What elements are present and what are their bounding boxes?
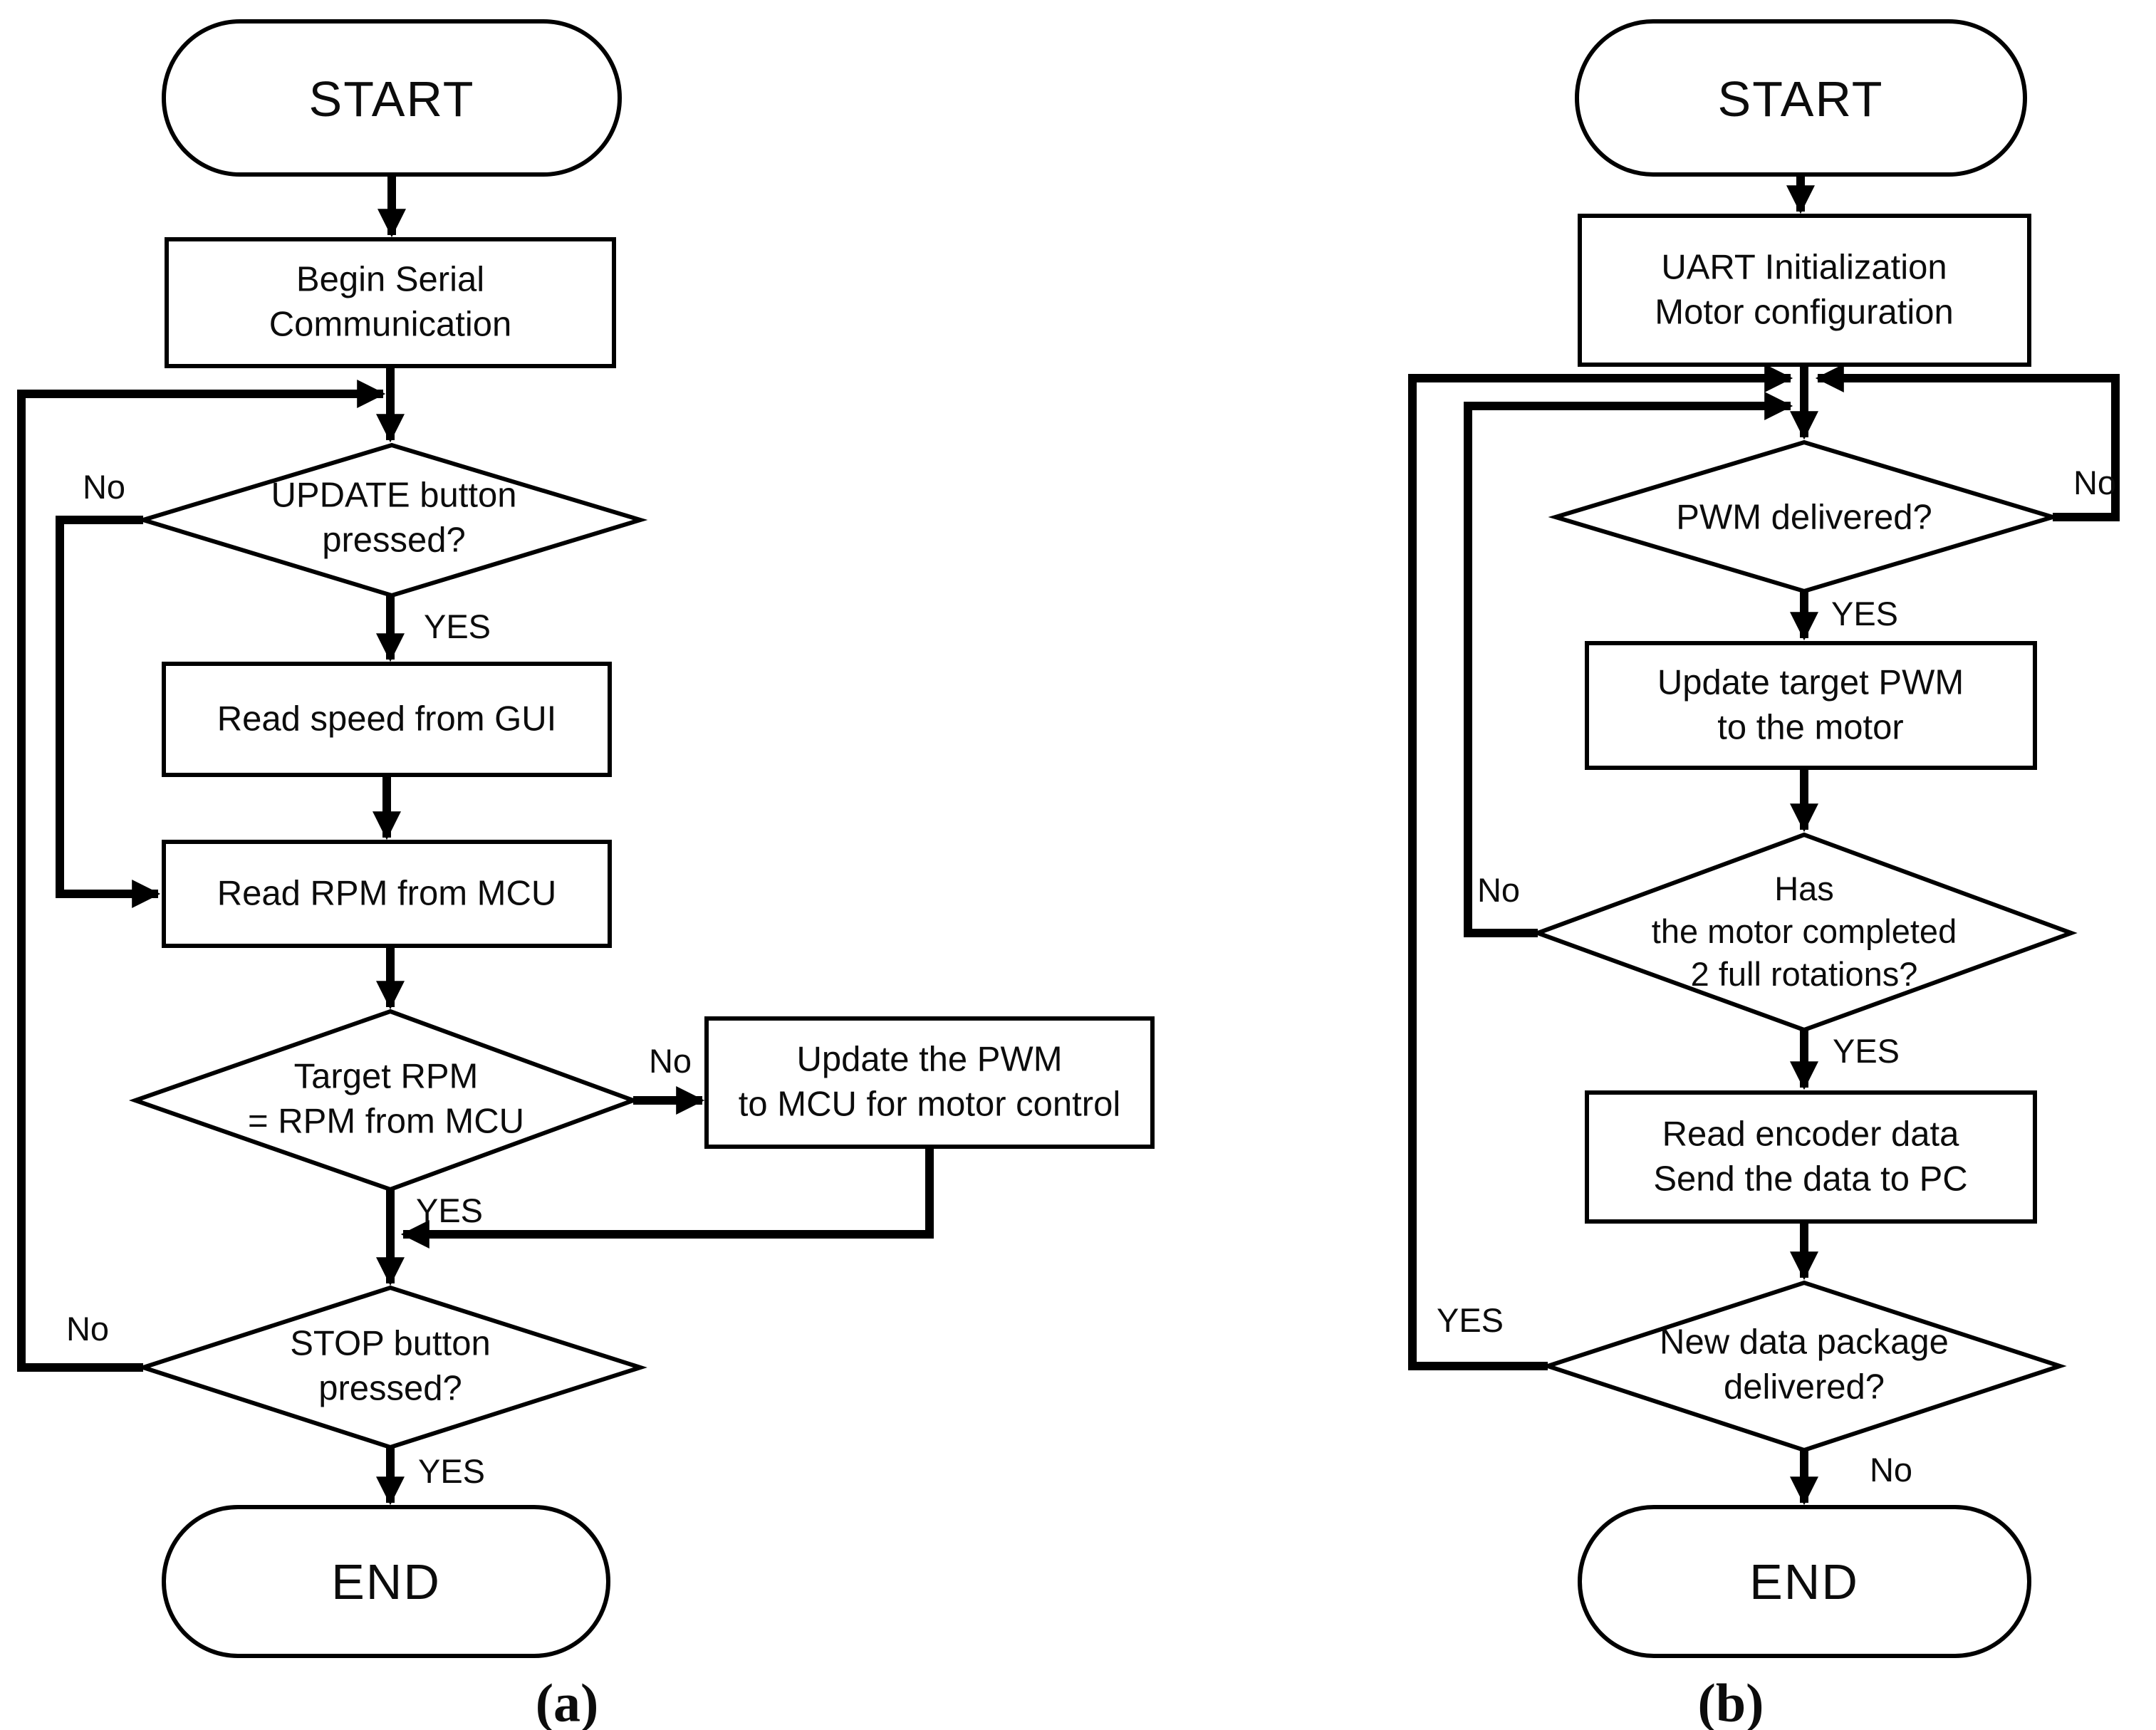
a-update-yes-label: YES [423, 607, 491, 645]
a-target-rpm-label: Target RPM = RPM from MCU [248, 1057, 524, 1140]
a-edge-update-pwm-return [400, 1147, 934, 1249]
a-start-label: START [308, 71, 475, 127]
a-caption: (a) [535, 1673, 599, 1730]
b-edge-pwm-no-loop [1815, 364, 2120, 521]
b-rotations-label: Has the motor completed 2 full rotations… [1651, 869, 1957, 994]
b-pwm-delivered-decision [1548, 439, 2061, 594]
a-read-speed-process [162, 662, 612, 777]
a-update-button-label: UPDATE button pressed? [271, 476, 517, 559]
a-edge-update-no-branch [56, 516, 161, 908]
b-edge-rotations-no-loop [1464, 392, 1793, 937]
b-new-data-no-label: No [1869, 1450, 1913, 1489]
b-update-target-pwm-process [1585, 641, 2037, 770]
a-stop-no-label: No [66, 1309, 110, 1348]
a-begin-serial-process [165, 237, 616, 368]
b-update-target-pwm-label: Update target PWM to the motor [1657, 663, 1964, 746]
panel-a-edges [17, 174, 934, 1506]
a-read-rpm-label: Read RPM from MCU [217, 874, 557, 913]
a-read-rpm-process [162, 840, 612, 948]
b-pwm-delivered-label: PWM delivered? [1676, 498, 1932, 537]
b-edge-new-data-yes-loop [1408, 364, 1793, 1370]
a-update-button-decision [135, 442, 648, 598]
a-target-rpm-decision [128, 1009, 640, 1192]
a-end-terminator [162, 1505, 610, 1658]
b-end-terminator [1578, 1505, 2031, 1658]
a-begin-serial-label: Begin Serial Communication [269, 260, 512, 343]
a-read-speed-label: Read speed from GUI [217, 699, 557, 739]
a-start-terminator [162, 19, 622, 177]
panel-b-shapes [1531, 19, 2078, 1658]
panel-b-edges [1408, 174, 2120, 1506]
a-stop-button-label: STOP button pressed? [290, 1324, 491, 1407]
a-update-no-label: No [82, 467, 126, 506]
b-uart-init-label: UART Initialization Motor configuration [1655, 248, 1954, 331]
b-new-data-label: New data package delivered? [1660, 1323, 1949, 1406]
b-rotations-yes-label: YES [1832, 1031, 1900, 1070]
b-new-data-decision [1541, 1280, 2067, 1453]
b-caption: (b) [1697, 1673, 1764, 1730]
b-rotations-decision [1531, 832, 2078, 1033]
b-end-label: END [1749, 1554, 1859, 1610]
b-start-terminator [1575, 19, 2027, 177]
b-read-encoder-process [1585, 1090, 2037, 1224]
a-edge-stop-no-loop [17, 380, 386, 1372]
a-target-no-label: No [648, 1041, 692, 1080]
b-rotations-no-label: No [1477, 870, 1521, 909]
a-target-yes-label: YES [415, 1191, 484, 1229]
b-pwm-no-label: No [2073, 463, 2117, 501]
a-update-pwm-label: Update the PWM to MCU for motor control [738, 1040, 1121, 1123]
a-stop-yes-label: YES [417, 1452, 486, 1490]
b-uart-init-process [1578, 214, 2031, 367]
a-stop-button-decision [136, 1285, 647, 1450]
b-new-data-yes-label: YES [1436, 1301, 1504, 1339]
panel-a-shapes [128, 19, 1155, 1658]
a-update-pwm-process [704, 1016, 1155, 1149]
b-read-encoder-label: Read encoder data Send the data to PC [1653, 1115, 1968, 1198]
b-start-label: START [1717, 71, 1884, 127]
a-end-label: END [331, 1554, 441, 1610]
b-pwm-yes-label: YES [1830, 594, 1899, 632]
